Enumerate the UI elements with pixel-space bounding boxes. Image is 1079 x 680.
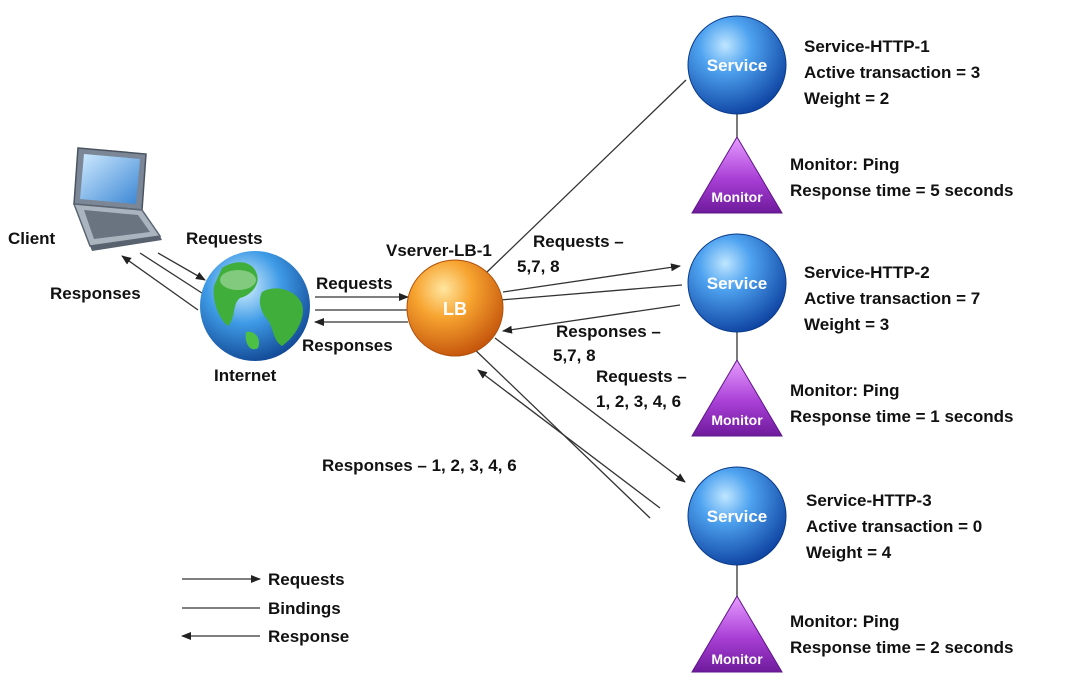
service-node-label: Service — [707, 274, 768, 293]
binding-line-lb-service2 — [499, 284, 683, 301]
monitor-3-title: Monitor: Ping — [790, 612, 900, 631]
service-1-name: Service-HTTP-1 — [804, 37, 930, 56]
binding-line-lb-service1 — [486, 79, 687, 273]
client-requests-label: Requests — [186, 229, 263, 248]
arrow-s2-responses — [502, 304, 681, 334]
service-node-2: Service — [687, 233, 787, 333]
internet-label: Internet — [214, 366, 277, 385]
s1-requests-label-line1: Requests – — [533, 232, 624, 251]
s3-requests-label-line2: 1, 2, 3, 4, 6 — [596, 392, 681, 411]
monitor-node-3: Monitor — [691, 595, 783, 673]
service-3-active: Active transaction = 0 — [806, 517, 982, 536]
service-node-label: Service — [707, 507, 768, 526]
service-1-weight: Weight = 2 — [804, 89, 889, 108]
monitor-1-response: Response time = 5 seconds — [790, 181, 1013, 200]
service-node-label: Service — [707, 56, 768, 75]
vserver-label: Vserver-LB-1 — [386, 241, 492, 260]
lb-node: LB — [406, 259, 504, 357]
arrow-s3-requests — [494, 337, 686, 483]
s1-requests-label-line2: 5,7, 8 — [517, 257, 560, 276]
arrow-client-requests — [157, 252, 206, 281]
lb-node-label: LB — [443, 299, 467, 319]
monitor-node-label: Monitor — [711, 651, 763, 667]
s3-responses-label: Responses – 1, 2, 3, 4, 6 — [322, 456, 517, 475]
service-node-1: Service — [687, 15, 787, 115]
service-node-3: Service — [687, 466, 787, 566]
s2-responses-label-line2: 5,7, 8 — [553, 346, 596, 365]
legend: Requests Bindings Response — [181, 570, 349, 646]
legend-response-label: Response — [268, 627, 349, 646]
monitor-2-title: Monitor: Ping — [790, 381, 900, 400]
arrow-s2-requests — [502, 263, 681, 293]
legend-requests-label: Requests — [268, 570, 345, 589]
monitor-node-label: Monitor — [711, 189, 763, 205]
monitor-2-response: Response time = 1 seconds — [790, 407, 1013, 426]
service-2-weight: Weight = 3 — [804, 315, 889, 334]
service-3-name: Service-HTTP-3 — [806, 491, 932, 510]
arrow-s3-responses — [477, 369, 661, 509]
globe-icon — [200, 251, 310, 361]
monitor-node-1: Monitor — [691, 136, 783, 214]
service-2-active: Active transaction = 7 — [804, 289, 980, 308]
monitor-node-2: Monitor — [691, 359, 783, 437]
legend-bindings-label: Bindings — [268, 599, 341, 618]
arrow-client-responses — [121, 255, 199, 311]
s3-requests-label-line1: Requests – — [596, 367, 687, 386]
monitor-1-title: Monitor: Ping — [790, 155, 900, 174]
lb-responses-label: Responses — [302, 336, 393, 355]
client-label: Client — [8, 229, 56, 248]
s2-responses-label-line1: Responses – — [556, 322, 661, 341]
service-3-weight: Weight = 4 — [806, 543, 892, 562]
service-1-active: Active transaction = 3 — [804, 63, 980, 82]
monitor-3-response: Response time = 2 seconds — [790, 638, 1013, 657]
laptop-icon — [72, 147, 162, 251]
service-2-name: Service-HTTP-2 — [804, 263, 930, 282]
client-responses-label: Responses — [50, 284, 141, 303]
binding-line-client-internet — [139, 252, 206, 296]
monitor-node-label: Monitor — [711, 412, 763, 428]
lb-requests-label: Requests — [316, 274, 393, 293]
